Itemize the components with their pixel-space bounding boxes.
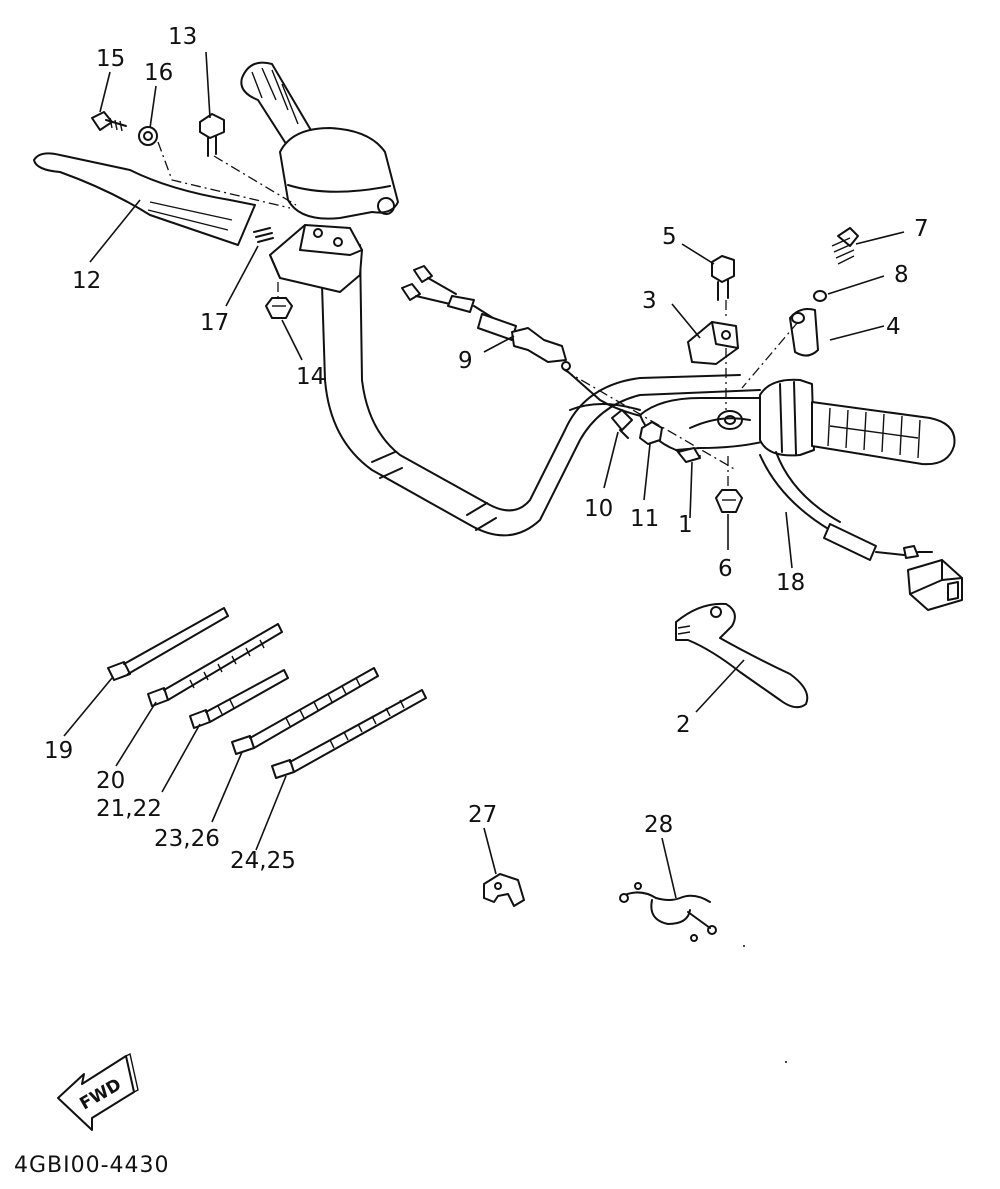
callout-11: 11: [630, 506, 659, 532]
cable-tie-21-22: [189, 669, 289, 729]
callout-27: 27: [468, 802, 497, 828]
callout-8: 8: [894, 262, 909, 288]
bolt-15: [91, 111, 127, 132]
washer-8: [813, 290, 827, 302]
clutch-lever: [33, 152, 256, 246]
cable-tie-23-26: [231, 667, 379, 755]
screw-7: [831, 227, 859, 265]
handlebar-tube: [321, 244, 761, 537]
diagram-code: 4GBI00-4430: [14, 1153, 170, 1178]
callout-12: 12: [72, 268, 101, 294]
callout-13: 13: [168, 24, 197, 50]
assembly-line: [157, 141, 291, 209]
spring-17: [253, 227, 274, 243]
callout-2: 2: [676, 712, 691, 738]
cable-tie-20: [147, 623, 283, 707]
leader-lines: [63, 51, 905, 899]
callout-21-22: 21,22: [96, 796, 162, 822]
bolt-5: [711, 255, 735, 301]
callout-6: 6: [718, 556, 733, 582]
callout-20: 20: [96, 768, 125, 794]
clamp-4: [789, 308, 819, 357]
callout-labels: 1 2 3 4 5 6 7 8 9 10 11 12 13 14 15 16 1…: [44, 24, 929, 874]
callout-19: 19: [44, 738, 73, 764]
collar-16: [138, 126, 158, 146]
right-grip: [759, 378, 956, 466]
callout-16: 16: [144, 60, 173, 86]
cable-tie-19: [107, 607, 229, 681]
callout-1: 1: [678, 512, 693, 538]
throttle-housing: [639, 397, 771, 463]
throttle-bracket-3: [687, 321, 739, 365]
assembly-line: [213, 155, 297, 206]
assembly-line: [563, 369, 737, 471]
bolt-13: [199, 113, 225, 157]
callout-10: 10: [584, 496, 613, 522]
fwd-arrow-icon: FWD: [57, 1052, 139, 1131]
callout-7: 7: [914, 216, 929, 242]
left-switch-housing: [279, 127, 399, 220]
nut-11: [639, 421, 663, 445]
clamp-28: [619, 882, 717, 942]
nut-14: [265, 297, 293, 319]
callout-23-26: 23,26: [154, 826, 220, 852]
throttle-cable: [401, 265, 651, 419]
assembly-line: [741, 321, 799, 389]
callout-4: 4: [886, 314, 901, 340]
callout-17: 17: [200, 310, 229, 336]
lever-bracket: [269, 224, 363, 293]
clip-27: [483, 873, 525, 907]
switch-lead-18: [759, 451, 963, 611]
brake-lever: [675, 602, 809, 709]
callout-15: 15: [96, 46, 125, 72]
cable-tie-24-25: [271, 689, 427, 779]
callout-18: 18: [776, 570, 805, 596]
nut-6: [715, 456, 743, 513]
callout-24-25: 24,25: [230, 848, 296, 874]
callout-14: 14: [296, 364, 325, 390]
cable-adjuster-10: [611, 409, 633, 439]
callout-3: 3: [642, 288, 657, 314]
callout-28: 28: [644, 812, 673, 838]
callout-9: 9: [458, 348, 473, 374]
callout-5: 5: [662, 224, 677, 250]
